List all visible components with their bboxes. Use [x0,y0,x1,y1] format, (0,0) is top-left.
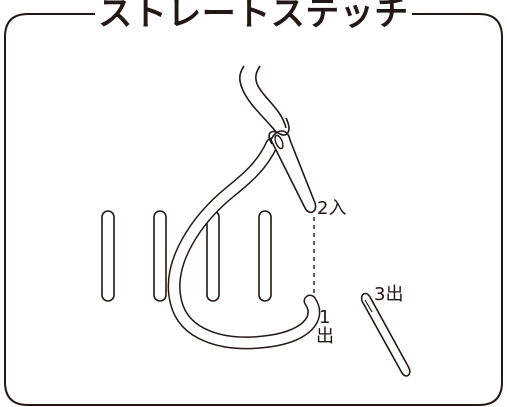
label-needle-out-1-char: 出 [316,326,334,347]
needle-at-3-eye [364,299,373,313]
frame-border [4,13,503,406]
needle-at-3 [360,292,411,377]
label-needle-out-1-number: 1 [319,307,331,328]
completed-stitch-1 [101,210,115,302]
completed-stitch-2 [153,210,167,302]
working-thread-inner [169,139,319,348]
diagram-title: ストレートステッチ [98,0,409,34]
label-needle-out-3: 3出 [374,284,404,305]
thread-through-eye [268,117,290,145]
thread-tail-right [255,65,287,129]
completed-stitch-4 [258,210,272,302]
completed-stitch-3 [206,210,220,302]
needle-eye [274,134,284,150]
label-needle-in-2: 2入 [317,198,347,219]
thread-tail-left [239,65,278,134]
